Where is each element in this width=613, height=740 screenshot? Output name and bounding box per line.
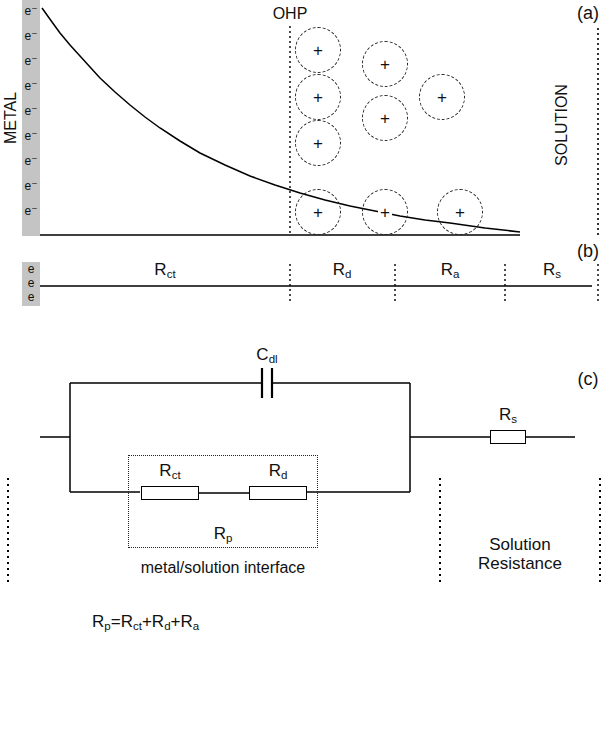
cation-circle: + — [295, 120, 341, 166]
label-text: Cdl — [256, 346, 277, 365]
node-label: + — [378, 56, 392, 73]
interface-box: RctRdRp — [128, 455, 318, 548]
label-text: Solution Resistance — [473, 536, 568, 573]
label-text: (a) — [577, 4, 599, 24]
zone-divider — [597, 264, 598, 304]
region-divider — [599, 478, 601, 584]
cation-circle: + — [295, 189, 341, 235]
label-text: e⁻ — [24, 5, 37, 18]
subscript: ct — [133, 620, 142, 632]
node-label: + — [311, 204, 325, 221]
circuit-wire — [199, 492, 249, 494]
label-text: SOLUTION — [553, 84, 571, 166]
potential-curve — [42, 8, 520, 232]
label-text: e⁻ — [24, 55, 37, 68]
cation-circle: + — [437, 189, 483, 235]
subscript: d — [345, 268, 351, 280]
cation-circle: + — [295, 74, 341, 120]
label-text: e⁻ — [24, 30, 37, 43]
axis-line — [40, 234, 520, 236]
label-text: e⁻ — [24, 180, 37, 193]
node-label: + — [311, 135, 325, 152]
subscript: ct — [172, 469, 181, 481]
label-text: Rs — [543, 261, 561, 280]
label-text: Rp=Rct+Rd+Ra — [92, 613, 199, 632]
node-label: + — [311, 42, 325, 59]
cation-circle: + — [362, 95, 408, 141]
subscript: a — [193, 620, 199, 632]
label-text: (c) — [578, 370, 599, 390]
label-text: METAL — [2, 92, 20, 144]
label-text: (b) — [577, 242, 599, 262]
label-text: Ra — [441, 261, 460, 280]
subscript: s — [511, 413, 517, 425]
subscript: ct — [167, 268, 176, 280]
label-text: Rct — [154, 261, 175, 280]
boundary-line — [597, 28, 599, 235]
subscript: p — [226, 533, 232, 545]
resistor-symbol: Rct — [141, 486, 199, 500]
metal-surface — [22, 0, 40, 236]
node-label: + — [378, 204, 392, 221]
region-divider — [439, 478, 441, 584]
label-text: OHP — [273, 5, 308, 23]
path-line — [40, 285, 592, 287]
label-text: e⁻ — [24, 80, 37, 93]
subscript: a — [453, 268, 459, 280]
zone-divider — [394, 264, 395, 304]
zone-divider — [289, 264, 290, 304]
cation-circle: + — [295, 27, 341, 73]
node-label: + — [311, 89, 325, 106]
label-text: e — [28, 291, 35, 304]
node-label: + — [453, 204, 467, 221]
label-text: Rd — [333, 261, 352, 280]
node-label: Rct — [159, 462, 180, 481]
region-divider — [7, 478, 9, 584]
label-text: e — [28, 277, 35, 290]
node-label: Rd — [269, 462, 288, 481]
subscript: d — [281, 469, 287, 481]
subscript: s — [555, 268, 561, 280]
label-text: e⁻ — [24, 155, 37, 168]
subscript: dl — [269, 353, 278, 365]
circuit-wire — [40, 383, 575, 492]
label-text: e⁻ — [24, 205, 37, 218]
subscript: p — [104, 620, 110, 632]
cation-circle: + — [419, 74, 465, 120]
node-label: Rp — [214, 525, 233, 544]
resistor-symbol: Rs — [490, 430, 526, 444]
node-label: + — [378, 110, 392, 127]
node-label: Rs — [499, 406, 517, 425]
capacitor-plate — [271, 368, 273, 398]
label-text: e — [28, 263, 35, 276]
capacitor-plate — [261, 368, 263, 398]
metal-surface — [22, 262, 40, 306]
cation-circle: + — [362, 41, 408, 87]
ohp-line — [289, 26, 290, 235]
cation-circle: + — [362, 189, 408, 235]
label-text: e⁻ — [24, 130, 37, 143]
node-label: + — [435, 89, 449, 106]
zone-divider — [504, 264, 505, 304]
label-text: e⁻ — [24, 105, 37, 118]
subscript: d — [164, 620, 170, 632]
resistor-symbol: Rd — [249, 486, 307, 500]
label-text: metal/solution interface — [141, 559, 306, 577]
